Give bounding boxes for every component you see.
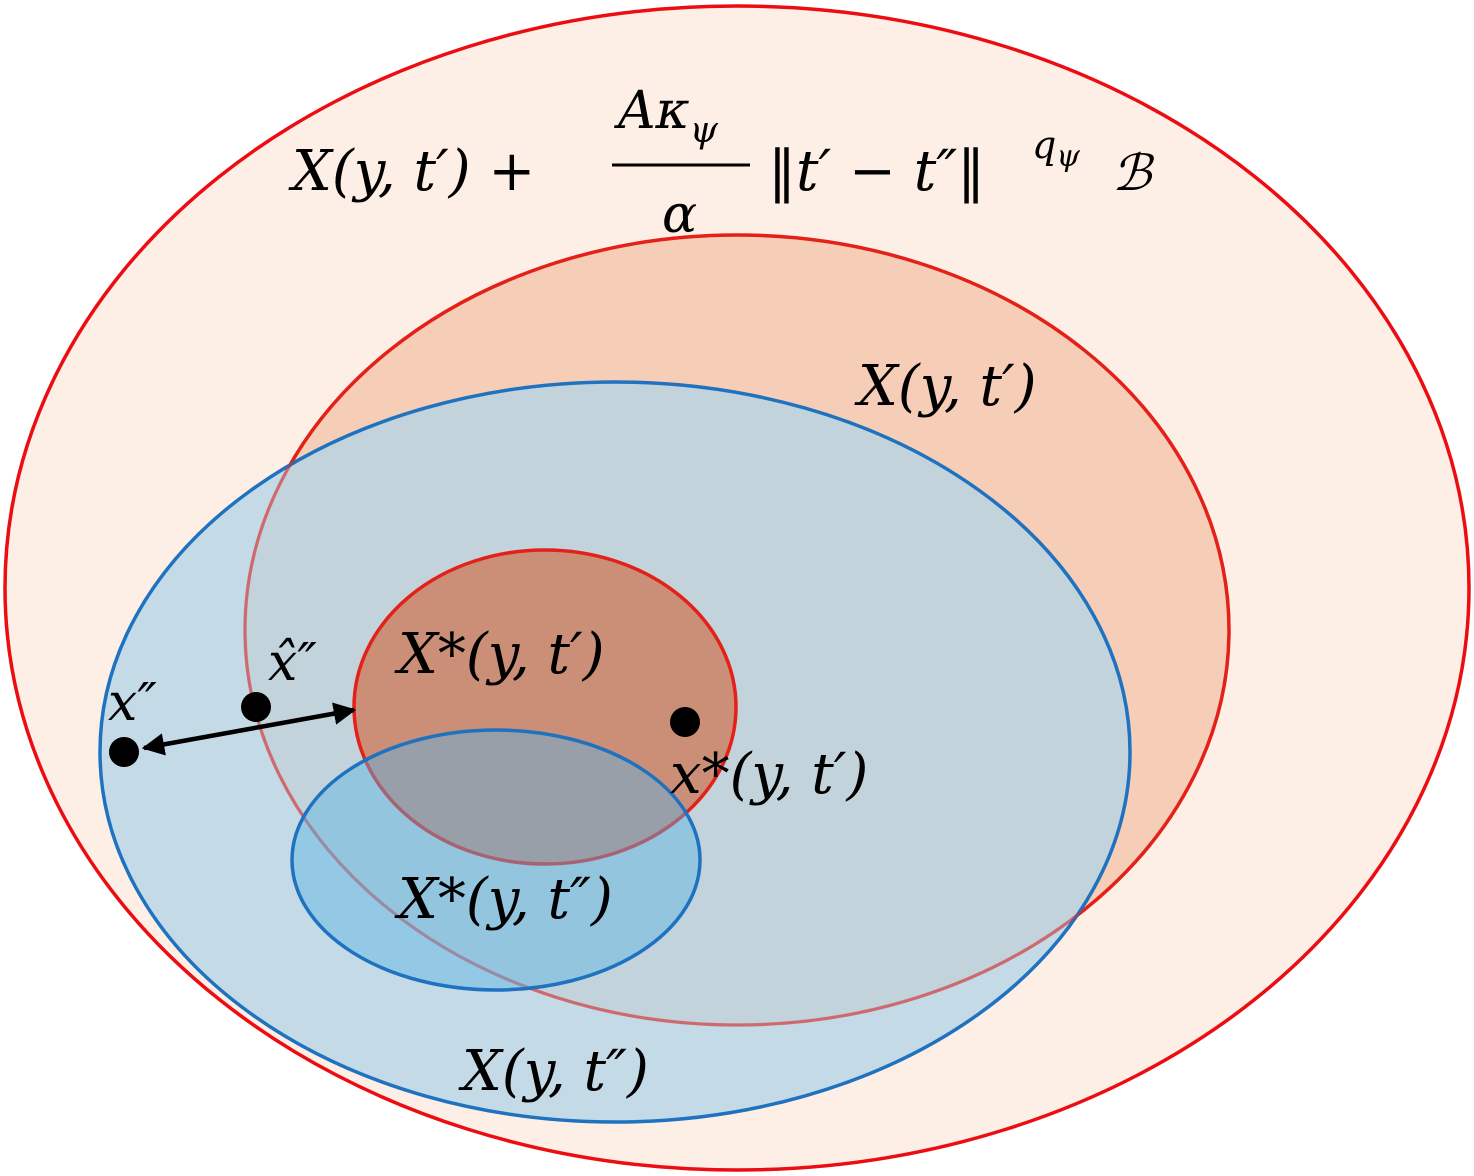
formula-numerator: Aκψ: [614, 81, 719, 151]
label-point-x-star: x*(y, t′): [670, 742, 868, 807]
numerator-sub: ψ: [690, 110, 719, 151]
point-x-star: [670, 707, 700, 737]
formula-norm: ‖t′ − t″‖: [768, 139, 985, 204]
label-x-t-double-prime: X(y, t″): [458, 1039, 649, 1104]
double-headed-arrow-icon: [141, 702, 357, 756]
formula-lhs: X(y, t′) +: [288, 139, 535, 204]
label-x-star-t-prime: X*(y, t′): [394, 622, 605, 687]
label-point-x-double-prime: x″: [108, 673, 157, 733]
label-point-x-hat-double-prime: x̂″: [268, 633, 317, 693]
formula-exponent: qψ: [1032, 123, 1080, 174]
exponent-sub: ψ: [1056, 139, 1080, 174]
label-x-t-prime: X(y, t′): [854, 354, 1037, 419]
point-x-double-prime: [109, 737, 139, 767]
exponent-main: q: [1032, 123, 1056, 167]
numerator-main: Aκ: [614, 81, 690, 141]
formula-denominator: α: [662, 185, 697, 245]
point-x-hat-double-prime: [241, 692, 271, 722]
set-x-star-t-double-prime: [290, 728, 702, 992]
set-x-t-prime-outline: [243, 233, 1231, 1027]
label-x-star-t-double-prime: X*(y, t″): [394, 867, 613, 932]
formula-ball: ℬ: [1112, 144, 1155, 202]
outer-set-formula: X(y, t′) + Aκψ α ‖t′ − t″‖ qψ ℬ: [288, 81, 1155, 245]
